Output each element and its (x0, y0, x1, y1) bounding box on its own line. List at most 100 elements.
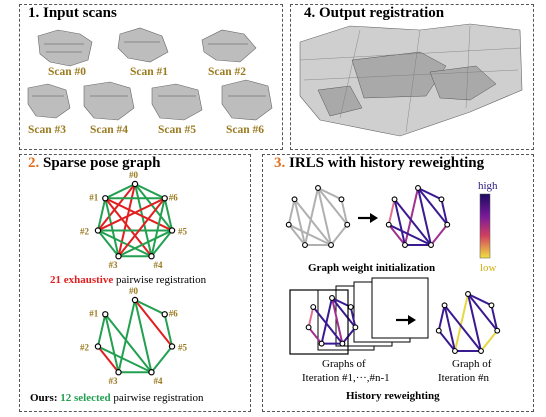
iter-front-edge-0-4 (331, 297, 344, 344)
iter-front-node-4 (339, 340, 346, 347)
sparse-edge-0-5 (134, 299, 173, 348)
weight-colorbar (479, 193, 491, 259)
iter-n-edge-5-6 (490, 305, 499, 331)
node-2 (94, 227, 102, 234)
iter-n-edge-1-4 (443, 304, 482, 352)
init-colored-node-4 (428, 242, 434, 248)
iter-front-edge-0-5 (331, 297, 357, 328)
sparse-node-0 (131, 296, 139, 304)
edge-0-2 (97, 183, 136, 232)
edge-4-6 (150, 198, 166, 257)
init-colored-edge-4-5 (430, 224, 449, 246)
iter-n-edge-0-5 (467, 293, 499, 332)
scan-3-image (27, 83, 71, 119)
caption-selected: Ours: 12 selected pairwise registration (30, 392, 204, 404)
iter-n-node-4 (478, 348, 484, 354)
init-colored-node-0 (415, 185, 421, 191)
caption-history-reweighting: History reweighting (346, 390, 440, 402)
iter-n-node-0 (465, 291, 471, 297)
sparse-node-label-3: #3 (109, 376, 119, 386)
iter-n-edge-2-3 (437, 330, 456, 352)
init-gray-edge-1-3 (293, 199, 306, 246)
sparse-edge-1-4 (104, 313, 153, 373)
init-gray-edge-2-4 (288, 223, 332, 246)
panel-title-sparse-pose-graph: 2. Sparse pose graph (28, 155, 161, 171)
node-label-1: #1 (89, 192, 99, 202)
node-4 (148, 253, 155, 260)
init-gray-edge-0-5 (317, 187, 349, 226)
legend-low-label: low (480, 262, 497, 274)
sparse-node-3 (115, 369, 122, 376)
init-gray-node-1 (291, 196, 298, 203)
edge-0-6 (134, 183, 166, 200)
sparse-node-6 (161, 311, 168, 318)
iter-front-edge-4-5 (341, 326, 357, 345)
sparse-edge-2-3 (97, 345, 120, 373)
sparse-edge-5-6 (163, 314, 174, 347)
iteration-frame-3 (371, 277, 429, 339)
edge-1-5 (104, 197, 173, 232)
sparse-node-label-0: #0 (129, 286, 139, 296)
sparse-edge-1-2 (96, 314, 107, 347)
init-gray-node-2 (285, 221, 292, 228)
init-colored-node-2 (385, 221, 392, 228)
init-colored-edge-0-3 (404, 187, 419, 246)
edge-3-5 (118, 229, 173, 258)
node-label-0: #0 (129, 170, 139, 180)
iter-n-edge-0-3 (454, 293, 469, 352)
iter-front-node-1 (310, 304, 317, 310)
edge-1-3 (104, 198, 120, 257)
arrow-head-icon-2 (408, 315, 416, 325)
panel-output-registration (290, 4, 534, 150)
node-label-6: #6 (169, 192, 179, 202)
scan-0-image (37, 29, 93, 67)
sparse-node-2 (94, 343, 102, 350)
init-colored-edge-2-4 (388, 223, 432, 246)
caption-iterations-2: Iteration #1,···,#n-1 (302, 372, 390, 384)
init-colored-edge-1-4 (393, 198, 432, 246)
edge-0-4 (134, 183, 153, 257)
node-6 (161, 195, 168, 202)
edge-2-3 (97, 229, 120, 257)
sparse-node-label-6: #6 (169, 308, 179, 318)
iter-n-node-6 (488, 302, 495, 309)
scan-4-image (83, 81, 135, 121)
sparse-node-1 (102, 311, 109, 318)
scan-label-1: Scan #1 (130, 66, 169, 78)
scan-6-image (221, 79, 273, 121)
init-colored-edge-0-4 (417, 187, 432, 246)
node-1 (102, 195, 109, 202)
sparse-edge-0-6 (134, 299, 166, 316)
edge-0-1 (104, 183, 136, 200)
edge-4-5 (150, 229, 173, 257)
caption-iteration-n-1: Graph of (452, 358, 492, 370)
edge-0-5 (134, 183, 173, 232)
panel-sparse-pose-graph (19, 154, 251, 412)
init-gray-edge-0-6 (317, 187, 342, 201)
scan-2-image (201, 29, 257, 63)
init-colored-node-3 (402, 242, 408, 248)
init-colored-edge-0-5 (417, 187, 449, 226)
edge-2-6 (97, 197, 166, 232)
scan-1-image (117, 27, 169, 63)
scan-label-0: Scan #0 (48, 66, 87, 78)
node-label-3: #3 (109, 260, 119, 270)
sparse-node-5 (168, 343, 176, 350)
init-gray-node-5 (344, 221, 351, 228)
legend-high-label: high (478, 180, 498, 192)
edge-5-6 (163, 198, 174, 231)
edge-1-2 (96, 198, 107, 231)
node-label-4: #4 (153, 260, 163, 270)
scan-label-2: Scan #2 (208, 66, 247, 78)
sparse-node-label-2: #2 (80, 342, 90, 352)
init-colored-edge-5-6 (440, 199, 449, 225)
iter-front-edge-1-4 (312, 306, 344, 345)
init-gray-edge-1-4 (293, 198, 332, 246)
sparse-edge-1-3 (104, 314, 120, 373)
sparse-edge-4-5 (150, 345, 173, 373)
panel-title-output-registration: 4. Output registration (304, 5, 445, 21)
init-colored-node-6 (438, 196, 445, 203)
iter-n-node-1 (441, 302, 448, 309)
iter-n-edge-4-5 (480, 330, 499, 352)
panel-input-scans (19, 4, 283, 150)
